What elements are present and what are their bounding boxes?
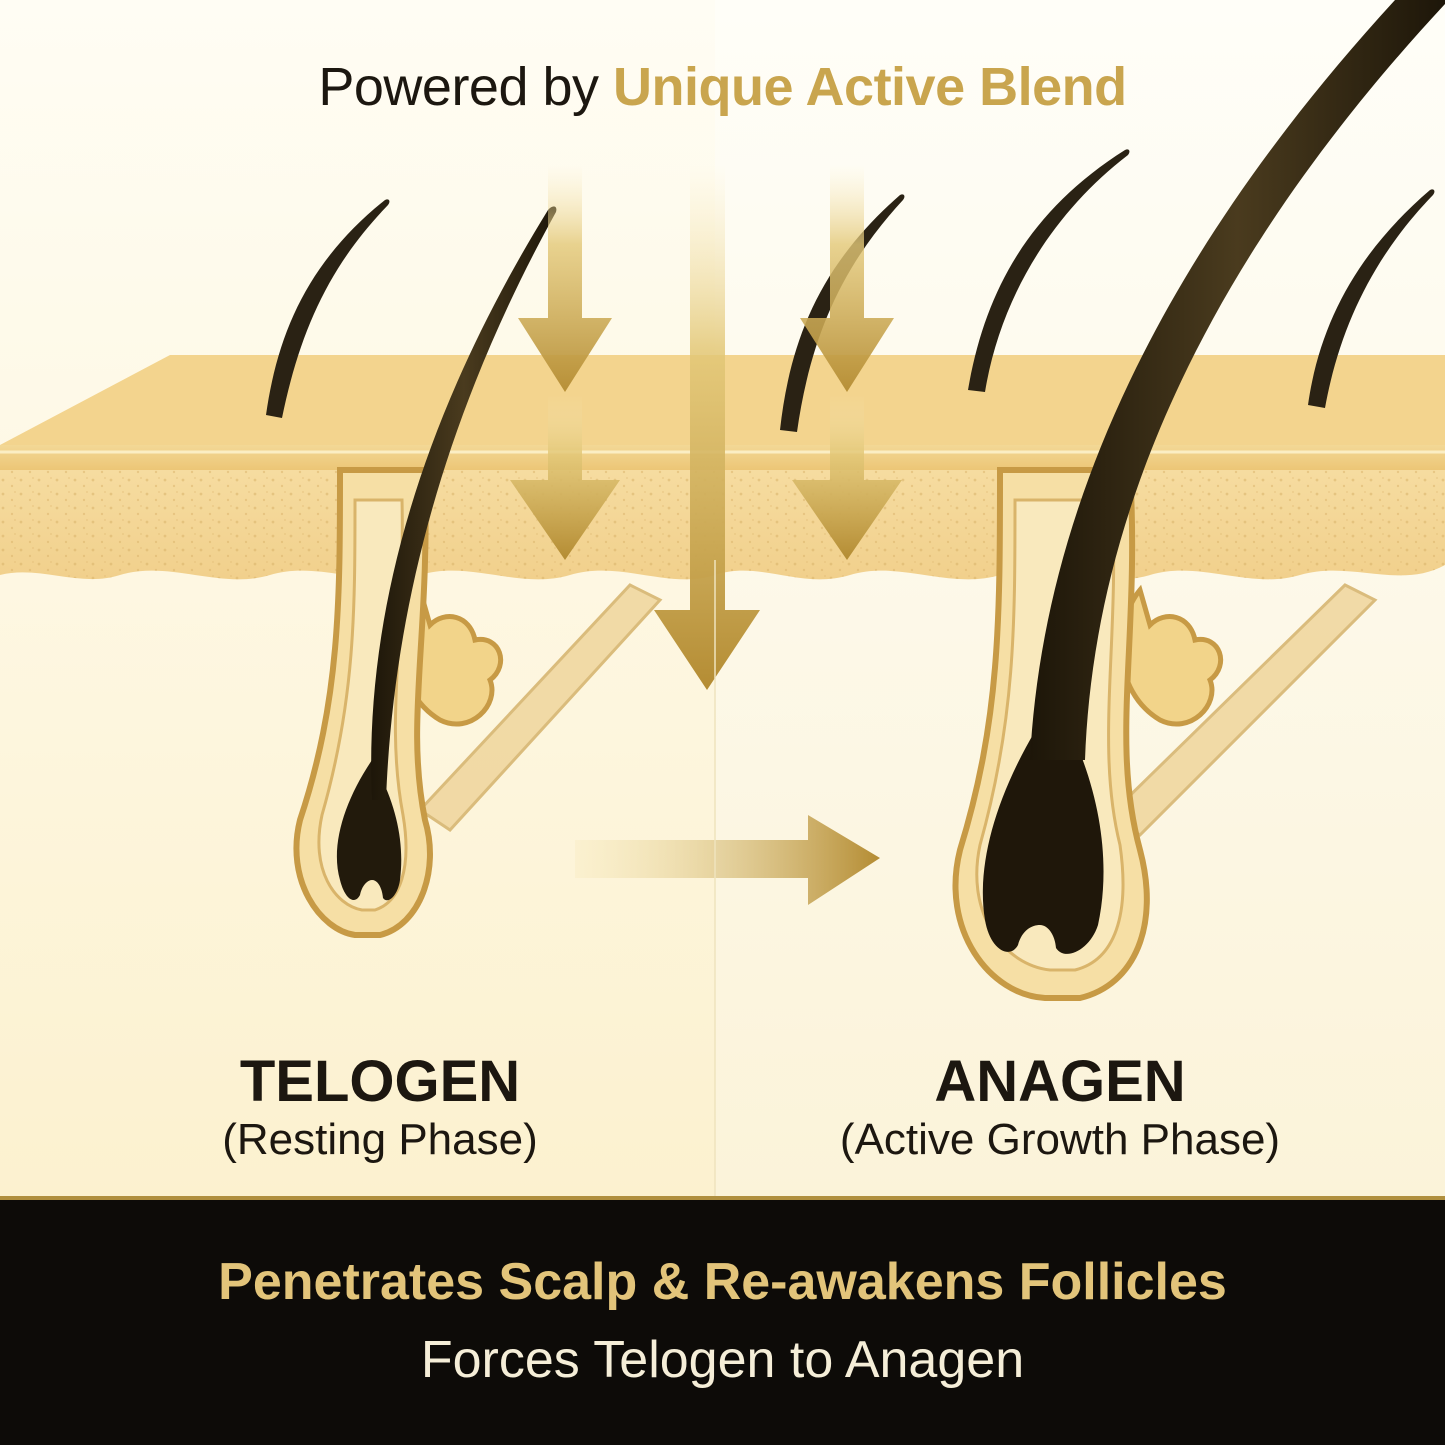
hair-bulb-right — [982, 700, 1104, 954]
anagen-name: ANAGEN — [934, 1049, 1186, 1114]
arrow-left-lower — [510, 395, 620, 560]
arrow-transition — [575, 815, 880, 905]
banner-tagline: Forces Telogen to Anagen — [420, 1331, 1025, 1389]
arrow-center — [654, 165, 760, 690]
bottom-banner: Penetrates Scalp & Re-awakens Follicles … — [0, 1196, 1445, 1445]
anagen-label: ANAGEN (Active Growth Phase) — [780, 1050, 1340, 1166]
telogen-label: TELOGEN (Resting Phase) — [160, 1050, 600, 1166]
header-prefix: Powered by — [318, 57, 614, 117]
telogen-follicle — [266, 199, 663, 938]
telogen-name: TELOGEN — [239, 1049, 521, 1114]
hair-shaft-right — [1030, 0, 1445, 760]
penetration-arrows — [510, 165, 902, 905]
header-highlight: Unique Active Blend — [613, 57, 1127, 117]
anagen-subtitle: (Active Growth Phase) — [839, 1115, 1281, 1164]
anagen-follicle — [780, 0, 1445, 1001]
banner-headline: Penetrates Scalp & Re-awakens Follicles — [218, 1253, 1227, 1311]
hair-small-right-1 — [968, 149, 1130, 392]
hair-small-left — [266, 199, 390, 418]
telogen-subtitle: (Resting Phase) — [222, 1115, 538, 1164]
arrow-right-upper — [800, 165, 894, 392]
arrector-muscle-left — [417, 583, 663, 832]
arrow-left-upper — [518, 165, 612, 392]
arrow-right-lower — [792, 395, 902, 560]
hair-small-mid — [780, 194, 905, 432]
hair-small-right-2 — [1308, 189, 1435, 408]
header-title: Powered by Unique Active Blend — [0, 56, 1445, 118]
